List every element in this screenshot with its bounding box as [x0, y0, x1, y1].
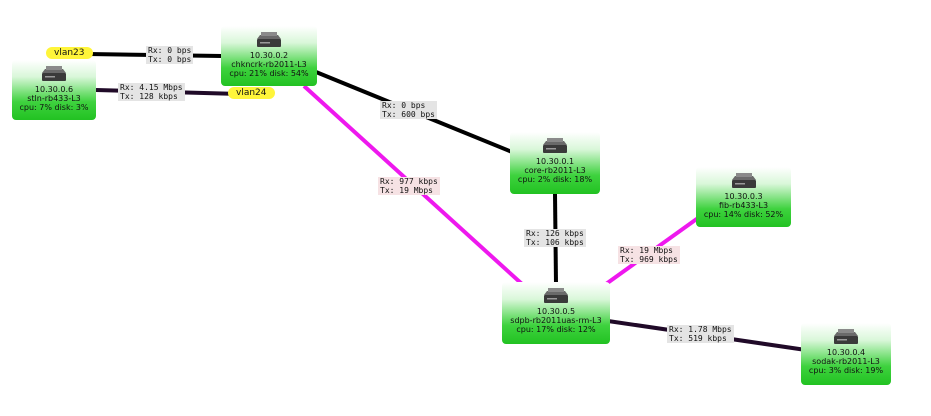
rx-value: Rx: 19 Mbps — [620, 246, 673, 255]
router-icon — [696, 172, 791, 190]
router-icon — [510, 137, 600, 155]
device-stats: cpu: 17% disk: 12% — [516, 325, 596, 334]
device-node-sodak[interactable]: 10.30.0.4 sodak-rb2011-L3 cpu: 3% disk: … — [801, 323, 891, 385]
traffic-label-core-sdpb: Rx: 126 kbps Tx: 106 kbps — [524, 229, 586, 247]
tx-value: Tx: 600 bps — [382, 110, 435, 119]
tx-value: Tx: 969 kbps — [620, 255, 678, 264]
device-node-stln[interactable]: 10.30.0.6 stln-rb433-L3 cpu: 7% disk: 3% — [12, 60, 96, 120]
traffic-label-sdpb-sodak: Rx: 1.78 Mbps Tx: 519 kbps — [667, 325, 734, 343]
tx-value: Tx: 519 kbps — [669, 334, 727, 343]
device-stats: cpu: 3% disk: 19% — [808, 366, 884, 375]
router-icon — [221, 31, 317, 49]
traffic-label-chkncrk-sdpb: Rx: 977 kbps Tx: 19 Mbps — [378, 177, 440, 195]
tx-value: Tx: 19 Mbps — [380, 186, 433, 195]
device-node-fib[interactable]: 10.30.0.3 fib-rb433-L3 cpu: 14% disk: 52… — [696, 167, 791, 227]
rx-value: Rx: 1.78 Mbps — [669, 325, 732, 334]
router-icon — [12, 65, 96, 83]
device-ip: 10.30.0.2 — [249, 51, 289, 60]
rx-value: Rx: 126 kbps — [526, 229, 584, 238]
traffic-label-chkncrk-core: Rx: 0 bps Tx: 600 bps — [380, 101, 437, 119]
rx-value: Rx: 977 kbps — [380, 177, 438, 186]
device-stats: cpu: 7% disk: 3% — [19, 103, 89, 112]
router-icon — [801, 328, 891, 346]
traffic-label-vlan23: Rx: 0 bps Tx: 0 bps — [146, 46, 194, 64]
device-stats: cpu: 2% disk: 18% — [517, 175, 593, 184]
tx-value: Tx: 106 kbps — [526, 238, 584, 247]
device-ip: 10.30.0.5 — [536, 307, 576, 316]
device-name: sodak-rb2011-L3 — [812, 357, 880, 366]
device-stats: cpu: 14% disk: 52% — [703, 210, 784, 219]
rx-value: Rx: 4.15 Mbps — [120, 83, 183, 92]
device-ip: 10.30.0.4 — [826, 348, 866, 357]
device-name: fib-rb433-L3 — [718, 201, 769, 210]
device-ip: 10.30.0.1 — [535, 157, 575, 166]
device-stats: cpu: 21% disk: 54% — [229, 69, 309, 78]
device-ip: 10.30.0.3 — [724, 192, 763, 201]
device-node-core[interactable]: 10.30.0.1 core-rb2011-L3 cpu: 2% disk: 1… — [510, 132, 600, 194]
device-name: stln-rb433-L3 — [27, 94, 81, 103]
rx-value: Rx: 0 bps — [148, 46, 192, 55]
device-ip: 10.30.0.6 — [34, 85, 74, 94]
router-icon — [502, 287, 610, 305]
vlan-badge-vlan24[interactable]: vlan24 — [228, 87, 275, 99]
vlan-badge-vlan23[interactable]: vlan23 — [46, 47, 93, 59]
rx-value: Rx: 0 bps — [382, 101, 426, 110]
device-node-chkncrk[interactable]: 10.30.0.2 chkncrk-rb2011-L3 cpu: 21% dis… — [221, 26, 317, 86]
tx-value: Tx: 0 bps — [148, 55, 192, 64]
traffic-label-stln: Rx: 4.15 Mbps Tx: 128 kbps — [118, 83, 185, 101]
traffic-label-sdpb-fib: Rx: 19 Mbps Tx: 969 kbps — [618, 246, 680, 264]
device-name: sdpb-rb2011uas-rm-L3 — [510, 316, 602, 325]
tx-value: Tx: 128 kbps — [120, 92, 178, 101]
device-name: chkncrk-rb2011-L3 — [231, 60, 307, 69]
device-name: core-rb2011-L3 — [524, 166, 586, 175]
device-node-sdpb[interactable]: 10.30.0.5 sdpb-rb2011uas-rm-L3 cpu: 17% … — [502, 282, 610, 344]
